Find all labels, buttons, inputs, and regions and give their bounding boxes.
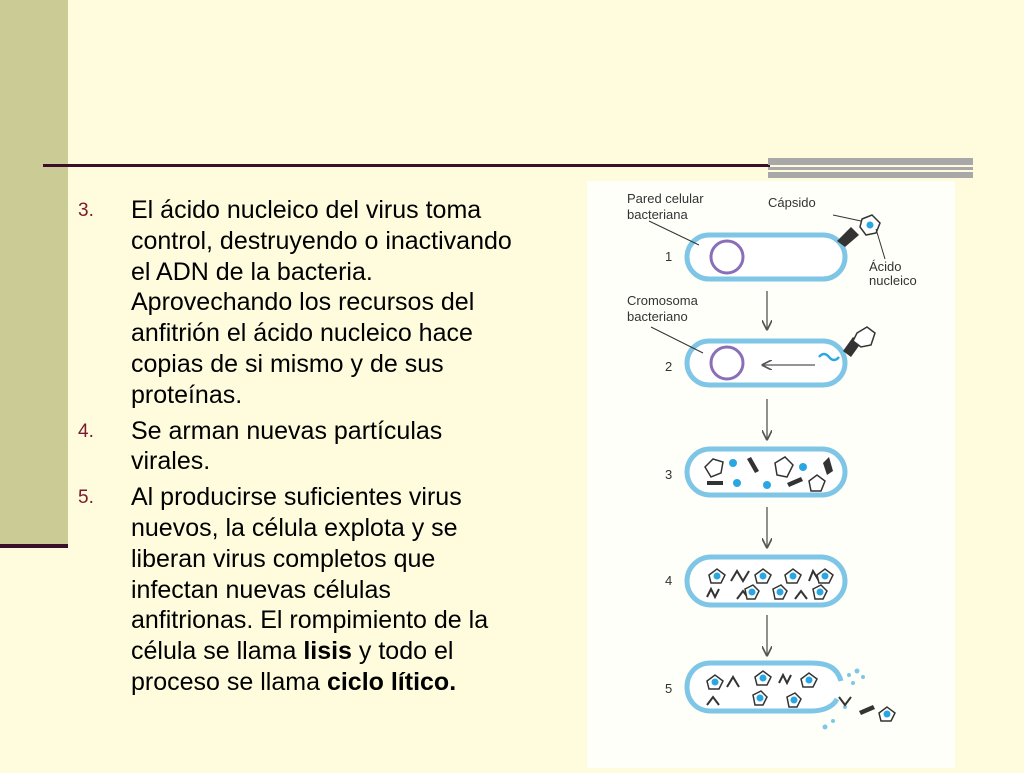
cell-step-3 — [684, 446, 848, 498]
cell-step-5 — [684, 660, 896, 730]
cell-step-1 — [648, 214, 886, 282]
step-number: 4 — [665, 573, 672, 588]
label-pared-celular: Pared celular — [627, 191, 704, 206]
list-item-text: El ácido nucleico del virus toma control… — [131, 196, 512, 409]
step-number: 2 — [665, 359, 672, 374]
cell-step-4 — [684, 554, 848, 608]
sidebar-panel — [0, 0, 68, 548]
term-ciclo-litico: ciclo lítico. — [326, 667, 457, 696]
lytic-cycle-figure: Pared celular bacteriana Cápsido Ácido n… — [587, 181, 955, 768]
label-cromosoma: Cromosoma — [627, 293, 699, 308]
list-item-text: Se arman nuevas partículas virales. — [131, 416, 443, 476]
step-number: 1 — [665, 249, 672, 264]
cell-step-2 — [650, 326, 876, 388]
step-number: 5 — [665, 681, 672, 696]
numbered-list: 3. El ácido nucleico del virus toma contr… — [78, 195, 518, 703]
list-number: 3. — [78, 200, 94, 221]
title-rule — [43, 164, 770, 167]
label-bacteriano: bacteriano — [627, 309, 688, 324]
list-item: 5. Al producirse suficientes virus nuevos… — [78, 482, 518, 698]
label-capsido: Cápsido — [768, 195, 816, 210]
list-item-text: Al producirse suficientes virus nuevos, … — [131, 483, 489, 666]
label-acido: Ácido — [869, 259, 902, 274]
title-rule-accent — [768, 158, 973, 178]
sidebar-rule — [0, 544, 68, 548]
lytic-cycle-diagram: Pared celular bacteriana Cápsido Ácido n… — [627, 191, 917, 730]
term-lisis: lisis — [303, 637, 352, 666]
list-number: 4. — [78, 420, 94, 442]
list-item: 3. El ácido nucleico del virus toma contr… — [78, 195, 518, 411]
label-bacteriana: bacteriana — [627, 207, 688, 222]
list-item-text: y todo el proceso se llama — [131, 637, 454, 696]
step-number: 3 — [665, 467, 672, 482]
list-number: 5. — [78, 487, 94, 509]
list-item: 4. Se arman nuevas partículas virales. — [78, 416, 518, 478]
label-nucleico: nucleico — [869, 273, 917, 288]
